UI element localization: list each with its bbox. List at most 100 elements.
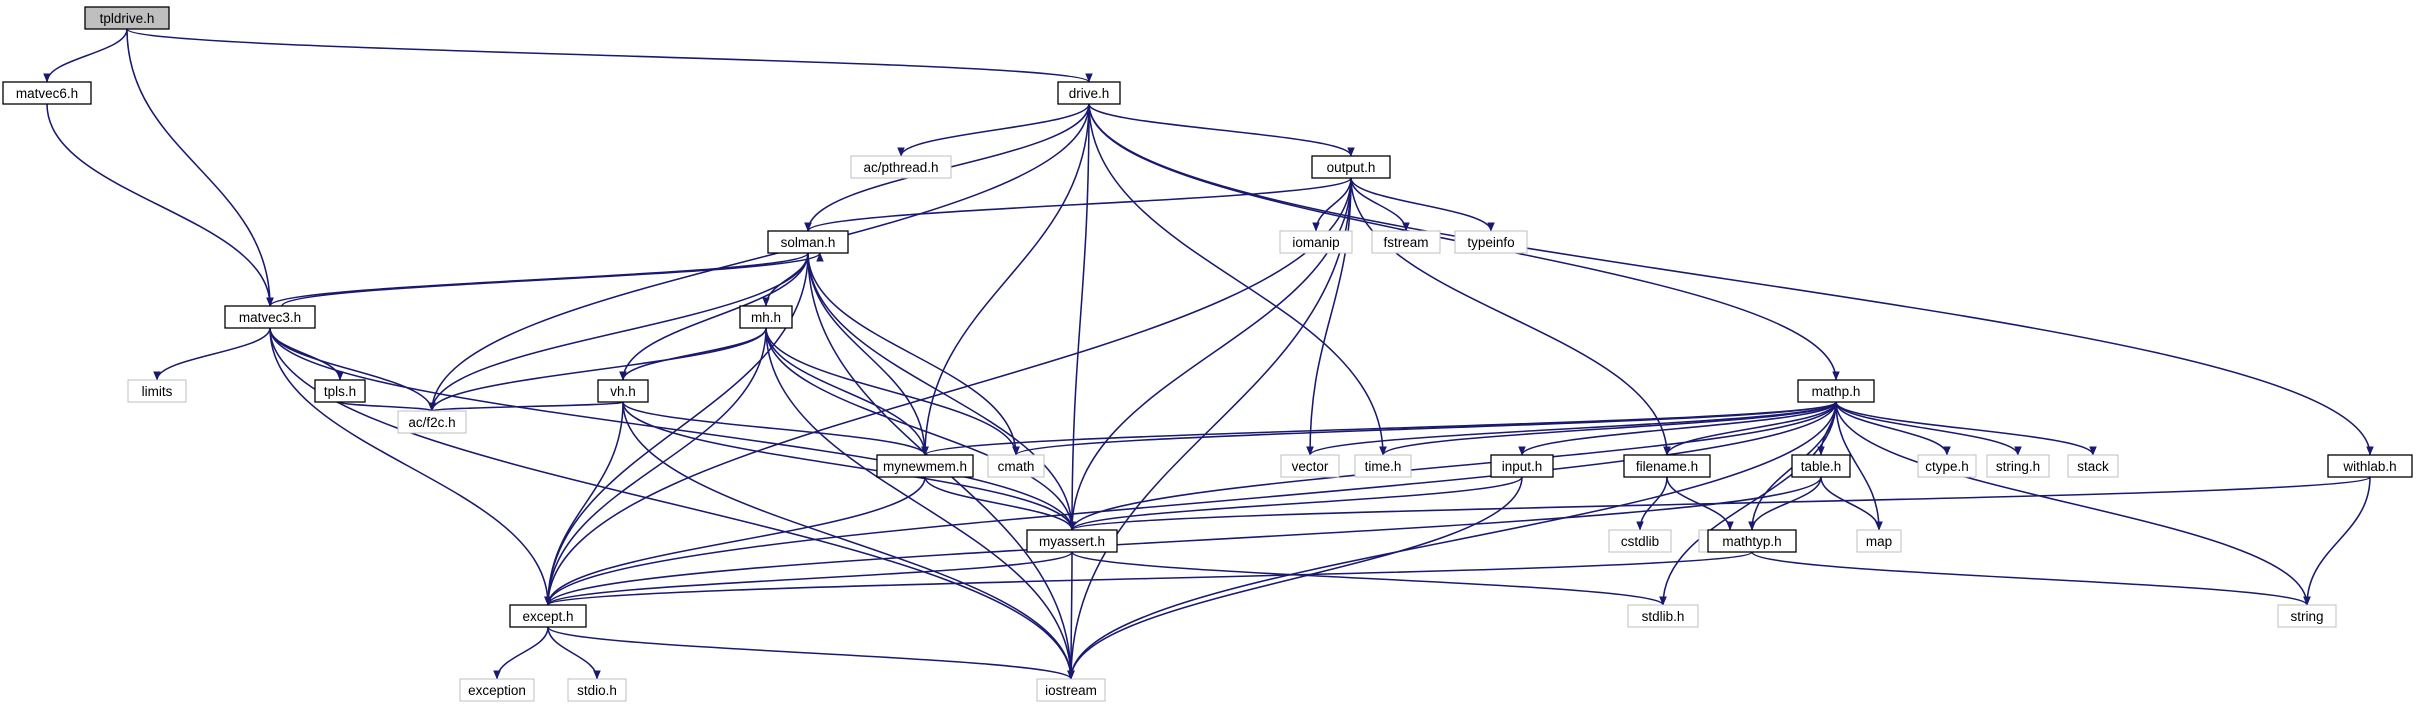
- node-box-output: [1311, 155, 1391, 179]
- edge-mathp-to-string: [1835, 401, 2311, 606]
- node-label-fstream: fstream: [1383, 235, 1428, 250]
- node-label-solman: solman.h: [781, 235, 836, 250]
- edge-mathp-to-cmath: [1012, 401, 1837, 456]
- node-box-timeh: [1354, 454, 1412, 478]
- node-mh[interactable]: mh.h: [739, 305, 793, 329]
- node-tpls[interactable]: tpls.h: [314, 379, 366, 403]
- node-map: map: [1856, 529, 1902, 553]
- node-label-ctype: ctype.h: [1925, 459, 1969, 474]
- node-ctype: ctype.h: [1917, 454, 1977, 478]
- edge-withlab-to-myassert: [1068, 476, 2371, 531]
- edge-mh-to-myassert: [765, 327, 1076, 531]
- node-label-myassert: myassert.h: [1039, 534, 1105, 549]
- node-timeh: time.h: [1354, 454, 1412, 478]
- edge-except-to-iostream: [547, 626, 1075, 680]
- node-typeinfo: typeinfo: [1454, 230, 1528, 254]
- edge-table-to-mathtyp: [1748, 476, 1822, 531]
- edge-mathp-to-timeh: [1379, 401, 1837, 456]
- node-stringh: string.h: [1986, 454, 2050, 478]
- edge-mathp-to-ctype: [1835, 401, 1951, 456]
- edge-mathp-to-iostream: [1067, 401, 1837, 680]
- edge-solman-to-vh: [619, 252, 809, 381]
- edge-solman-to-acf2c: [428, 252, 809, 412]
- node-matvec6[interactable]: matvec6.h: [2, 81, 92, 105]
- edge-vh-to-myassert: [622, 401, 1076, 531]
- node-box-except: [509, 604, 587, 628]
- edge-mh-to-vh: [619, 327, 767, 381]
- edge-drive-to-timeh: [1088, 103, 1387, 456]
- node-box-tpls: [314, 379, 366, 403]
- node-matvec3[interactable]: matvec3.h: [224, 305, 316, 329]
- node-table[interactable]: table.h: [1791, 454, 1851, 478]
- edge-myassert-to-except: [544, 551, 1073, 606]
- edge-drive-to-withlab: [1088, 103, 2374, 456]
- node-box-map: [1856, 529, 1902, 553]
- edge-output-to-fstream: [1350, 177, 1410, 232]
- node-filename[interactable]: filename.h: [1623, 454, 1711, 478]
- node-box-string: [2277, 604, 2337, 628]
- edge-mathtyp-to-except: [544, 551, 1753, 606]
- edge-drive-to-pthread: [897, 103, 1090, 157]
- node-label-cmath: cmath: [998, 459, 1035, 474]
- edge-matvec3-to-solman: [281, 252, 824, 307]
- node-box-mathp: [1797, 379, 1875, 403]
- edge-output-to-solman: [804, 177, 1352, 232]
- node-label-mh: mh.h: [751, 310, 781, 325]
- node-box-input: [1490, 454, 1554, 478]
- edge-mh-to-except: [544, 327, 767, 606]
- edge-output-to-iostream: [1067, 177, 1352, 680]
- edge-mathtyp-to-string: [1751, 551, 2311, 606]
- edge-matvec6-to-matvec3: [46, 103, 274, 307]
- edge-output-to-typeinfo: [1350, 177, 1495, 232]
- node-label-typeinfo: typeinfo: [1467, 235, 1514, 250]
- edge-mathp-to-stack: [1835, 401, 2097, 456]
- node-label-limits: limits: [142, 384, 173, 399]
- node-mathp[interactable]: mathp.h: [1797, 379, 1875, 403]
- node-acf2c: ac/f2c.h: [397, 410, 467, 434]
- node-withlab[interactable]: withlab.h: [2327, 454, 2413, 478]
- node-limits: limits: [127, 379, 187, 403]
- node-box-stringh: [1986, 454, 2050, 478]
- node-myassert[interactable]: myassert.h: [1026, 529, 1118, 553]
- edge-matvec3-to-tpls: [269, 327, 344, 381]
- node-mathtyp[interactable]: mathtyp.h: [1707, 529, 1797, 553]
- node-box-cmath: [987, 454, 1045, 478]
- node-label-tpls: tpls.h: [324, 384, 356, 399]
- node-cstdlib: cstdlib: [1608, 529, 1672, 553]
- node-label-table: table.h: [1801, 459, 1842, 474]
- node-box-vector: [1280, 454, 1340, 478]
- node-label-pthread: ac/pthread.h: [863, 160, 938, 175]
- node-box-filename: [1623, 454, 1711, 478]
- edge-drive-to-myassert: [1068, 103, 1090, 531]
- node-except[interactable]: except.h: [509, 604, 587, 628]
- node-exception: exception: [459, 678, 535, 702]
- node-tpldrive[interactable]: tpldrive.h: [84, 6, 170, 30]
- node-box-matvec6: [2, 81, 92, 105]
- edge-matvec3-to-limits: [153, 327, 271, 381]
- node-box-mathtyp: [1707, 529, 1797, 553]
- edge-mh-to-iostream: [765, 327, 1075, 680]
- node-box-mynewmem: [876, 454, 974, 478]
- node-box-stdlib: [1627, 604, 1699, 628]
- node-mynewmem[interactable]: mynewmem.h: [876, 454, 974, 478]
- node-box-matvec3: [224, 305, 316, 329]
- node-drive[interactable]: drive.h: [1057, 81, 1121, 105]
- edge-vh-to-mynewmem: [622, 401, 929, 456]
- node-box-fstream: [1371, 230, 1441, 254]
- edge-mathp-to-input: [1518, 401, 1837, 456]
- node-box-typeinfo: [1454, 230, 1528, 254]
- node-label-mynewmem: mynewmem.h: [883, 459, 967, 474]
- node-label-matvec6: matvec6.h: [16, 86, 78, 101]
- node-input[interactable]: input.h: [1490, 454, 1554, 478]
- node-label-mathtyp: mathtyp.h: [1722, 534, 1781, 549]
- edge-solman-to-myassert: [807, 252, 1076, 531]
- node-label-stringh: string.h: [1996, 459, 2040, 474]
- edge-mathp-to-map: [1835, 401, 1883, 531]
- node-box-myassert: [1026, 529, 1118, 553]
- node-vh[interactable]: vh.h: [597, 379, 649, 403]
- edge-mathp-to-except: [544, 401, 1837, 606]
- node-output[interactable]: output.h: [1311, 155, 1391, 179]
- edge-mathp-to-myassert: [1068, 401, 1837, 531]
- node-label-mathp: mathp.h: [1812, 384, 1861, 399]
- node-solman[interactable]: solman.h: [767, 230, 849, 254]
